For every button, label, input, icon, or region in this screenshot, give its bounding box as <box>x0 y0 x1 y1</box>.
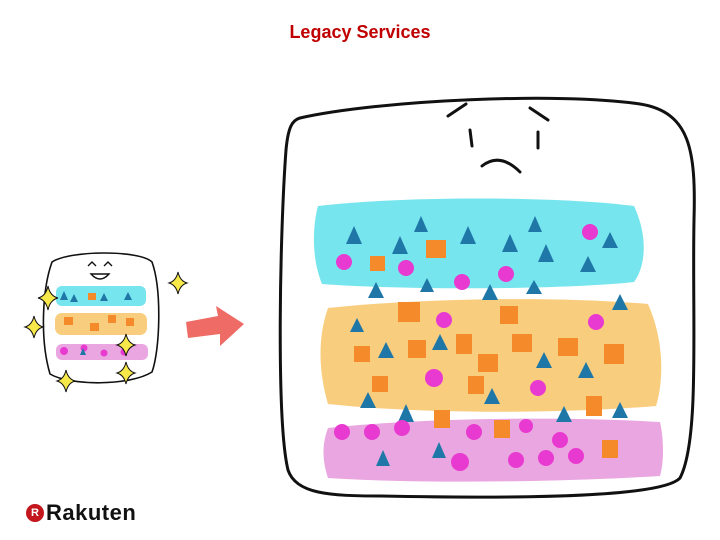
sparkle-icon <box>23 315 45 339</box>
large-shapes <box>334 216 628 471</box>
small-service <box>42 252 160 384</box>
sparkle-icon <box>115 333 137 357</box>
page-title: Legacy Services <box>289 22 431 42</box>
arrow-right-icon <box>186 306 244 346</box>
small-layer-cyan <box>56 286 146 306</box>
sad-face <box>446 102 550 174</box>
logo-text: Rakuten <box>46 500 137 525</box>
sparkle-icon <box>55 369 77 393</box>
rakuten-logo: R Rakuten <box>26 500 136 526</box>
large-layer-pink <box>323 418 663 482</box>
sparkle-icon <box>37 285 59 311</box>
large-service <box>278 96 696 499</box>
sparkle-icon <box>115 361 137 385</box>
sparkles <box>23 271 189 393</box>
small-layer-orange <box>55 313 147 335</box>
sparkle-icon <box>167 271 189 295</box>
small-smiley-face <box>87 261 113 280</box>
logo-mark-icon: R <box>26 504 44 522</box>
large-layer-cyan <box>313 198 644 289</box>
